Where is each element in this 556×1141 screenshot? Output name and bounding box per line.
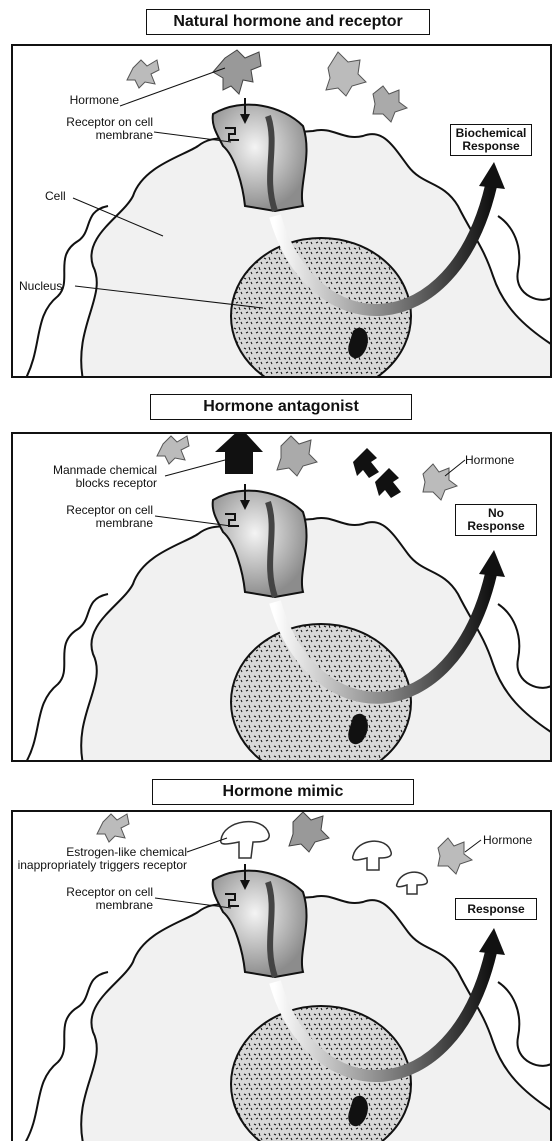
hormone-molecule (373, 86, 407, 122)
diagram-frame: Estrogen-like chemical inappropriately t… (11, 810, 552, 1141)
mimic-chemical (221, 822, 269, 858)
label-estrogen: Estrogen-like chemical inappropriately t… (15, 846, 187, 872)
hormone-molecule (157, 436, 189, 464)
hormone-molecule (326, 52, 366, 96)
mimic-chemical (397, 872, 428, 894)
label-hormone: Hormone (57, 94, 119, 107)
label-nucleus: Nucleus (19, 280, 62, 293)
hormone-molecule (127, 60, 159, 88)
label-receptor: Receptor on cell membrane (53, 886, 153, 912)
hormone-molecule (438, 838, 472, 874)
panel-title: Natural hormone and receptor (146, 9, 430, 35)
panel-title: Hormone mimic (152, 779, 414, 805)
blocking-chemical (375, 468, 401, 498)
blocking-chemical (353, 448, 379, 478)
mimic-chemical (353, 841, 392, 870)
response-box: Biochemical Response (450, 124, 532, 156)
hormone-molecule (97, 814, 129, 842)
label-cell: Cell (45, 190, 66, 203)
label-receptor: Receptor on cell membrane (53, 504, 153, 530)
hormone-molecule (213, 50, 261, 94)
blocking-chemical (215, 434, 263, 474)
diagram-frame: Manmade chemical blocks receptor Recepto… (11, 432, 552, 762)
hormone-molecule (277, 436, 317, 476)
label-hormone: Hormone (465, 454, 514, 467)
diagram-frame: Hormone Receptor on cell membrane Cell N… (11, 44, 552, 378)
label-manmade: Manmade chemical blocks receptor (17, 464, 157, 490)
panel-title: Hormone antagonist (150, 394, 412, 420)
hormone-molecule (289, 812, 329, 852)
response-box: Response (455, 898, 537, 920)
label-receptor: Receptor on cell membrane (53, 116, 153, 142)
label-hormone: Hormone (483, 834, 532, 847)
response-box: No Response (455, 504, 537, 536)
hormone-molecule (423, 464, 457, 500)
